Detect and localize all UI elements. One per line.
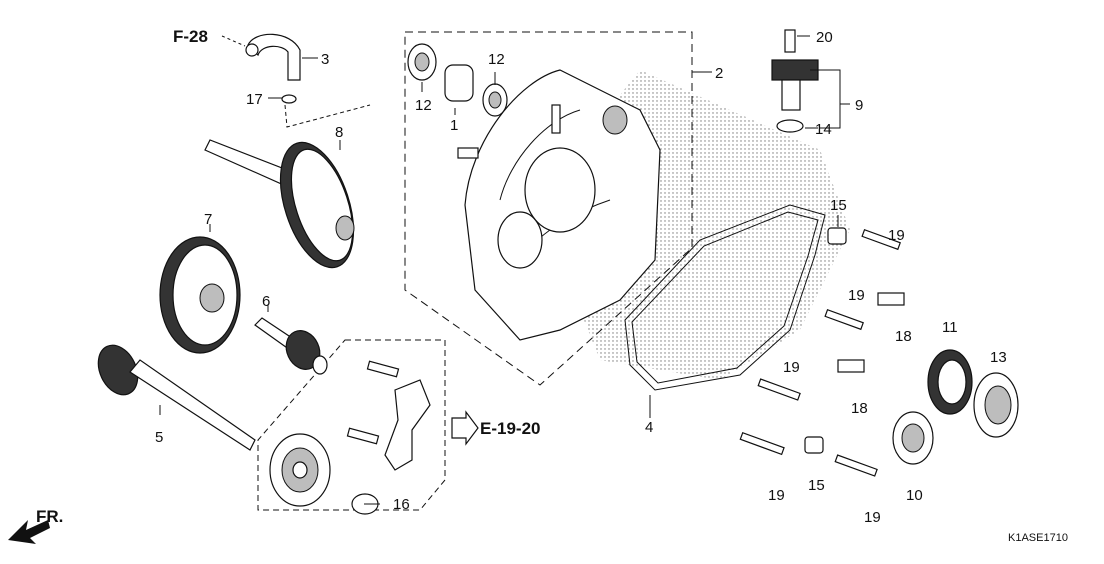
- bolts: [739, 228, 905, 477]
- gear-part: [159, 236, 241, 354]
- bracket-part: [346, 360, 431, 471]
- ref-e19-20[interactable]: E-19-20: [480, 419, 540, 438]
- callout-8: 8: [335, 124, 343, 141]
- shaft-part: [97, 344, 256, 451]
- callout-14: 14: [815, 121, 832, 138]
- callout-16: 16: [393, 496, 410, 513]
- dowel-pin-upper: [827, 227, 847, 245]
- callout-10: 10: [906, 487, 923, 504]
- callout-18-lower: 18: [851, 400, 868, 417]
- seal-collar-parts: [407, 43, 508, 117]
- callout-15-upper: 15: [830, 197, 847, 214]
- callout-1: 1: [450, 117, 458, 134]
- callout-9: 9: [855, 97, 863, 114]
- callout-11: 11: [942, 319, 958, 336]
- leader-lines: [159, 35, 850, 505]
- callout-4: 4: [645, 419, 653, 436]
- group-frame-bearing: [257, 339, 446, 511]
- crankcase-cover-part: [457, 69, 661, 341]
- callout-19-a: 19: [888, 227, 905, 244]
- clip-part: [281, 94, 371, 128]
- callout-13: 13: [990, 349, 1007, 366]
- diagram-code: K1ASE1710: [1008, 532, 1068, 544]
- sensor-part: [771, 29, 819, 133]
- callout-15-lower: 15: [808, 477, 825, 494]
- ref-f28[interactable]: F-28: [173, 27, 208, 46]
- callout-19-e: 19: [864, 509, 881, 526]
- right-bearings: [892, 349, 1019, 465]
- callout-6: 6: [262, 293, 270, 310]
- callout-19-b: 19: [848, 287, 865, 304]
- callout-2: 2: [715, 65, 723, 82]
- group-frame-cover: [404, 31, 693, 386]
- front-arrow-icon: [8, 520, 50, 544]
- bearing-part: [269, 433, 379, 515]
- callout-12-right: 12: [488, 51, 505, 68]
- callout-3: 3: [321, 51, 329, 68]
- callout-5: 5: [155, 429, 163, 446]
- ref-arrow: [451, 410, 479, 446]
- dowel-pin-lower: [804, 436, 824, 454]
- callout-7: 7: [204, 211, 212, 228]
- callout-19-d: 19: [768, 487, 785, 504]
- callout-18-upper: 18: [895, 328, 912, 345]
- callout-19-c: 19: [783, 359, 800, 376]
- pinion-part: [254, 317, 328, 375]
- pipe-part: [245, 33, 301, 81]
- front-direction-label: FR.: [36, 507, 63, 526]
- callout-12-left: 12: [415, 97, 432, 114]
- callout-17: 17: [246, 91, 263, 108]
- gasket-part: [624, 204, 826, 391]
- shaft-gear-part: [204, 139, 355, 269]
- callout-20: 20: [816, 29, 833, 46]
- f28-arrow: [221, 35, 246, 47]
